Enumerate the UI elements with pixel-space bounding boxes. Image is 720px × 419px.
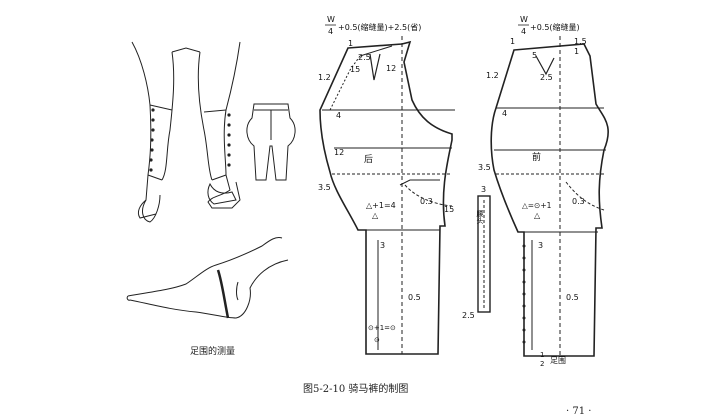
back-label-15: 15: [350, 65, 360, 74]
back-label-3-5: 3.5: [318, 183, 331, 192]
page-number: · 71 ·: [566, 406, 592, 417]
back-label-circ2: ⊙: [374, 336, 380, 344]
waistband-outline: [477, 195, 491, 313]
waistband-word: 腰头: [476, 210, 484, 225]
back-label-0-5: 0.5: [408, 293, 421, 302]
pants-mini-sketch: [246, 103, 296, 181]
front-label-3-5: 3.5: [478, 163, 491, 172]
back-formula-w: W: [327, 15, 335, 24]
front-label-2-5: 2.5: [540, 73, 553, 82]
back-word: 后: [364, 154, 373, 165]
back-panel-outline: [319, 36, 455, 355]
back-label-tri: △+1=4: [366, 201, 396, 210]
front-word: 前: [532, 151, 541, 163]
back-label-4: 4: [336, 111, 341, 120]
front-label-1a: 1: [510, 37, 515, 46]
legs-sketch: [131, 41, 241, 223]
waistband-label-2-5: 2.5: [462, 311, 475, 320]
front-label-half: 1: [540, 351, 544, 359]
front-label-tri: △=⊙+1: [522, 201, 552, 210]
waistband-labels: 3 腰头 2.5: [462, 185, 486, 320]
front-fly-buttons: [522, 244, 526, 344]
back-label-12a: 12: [386, 64, 396, 73]
front-formula-w: W: [520, 15, 528, 24]
back-label-1: 1: [348, 39, 353, 48]
front-label-1-2: 1.2: [486, 71, 499, 80]
foot-measurement-caption: 足围的测量: [190, 347, 236, 357]
front-panel-labels: W 4 +0.5(缩缝量) 1 1.5 1 5 2.5 1.2 4 前 3.5 …: [478, 15, 587, 368]
back-label-15b: 15: [444, 205, 454, 214]
front-label-foot: 足围: [550, 356, 566, 365]
front-label-4: 4: [502, 109, 507, 118]
back-formula-rest: +0.5(缩缝量)+2.5(省): [338, 22, 421, 32]
waistband-label-3: 3: [481, 185, 486, 194]
front-label-1b: 1: [574, 47, 579, 56]
button-dots: [149, 108, 231, 172]
front-label-triA: △: [534, 211, 541, 220]
back-label-12b: 12: [334, 148, 344, 157]
back-label-1-2: 1.2: [318, 73, 331, 82]
front-label-0-3: 0.3: [572, 197, 585, 206]
back-label-2-5: 2.5: [358, 53, 371, 62]
foot-sketch: [126, 237, 289, 319]
back-formula-4: 4: [328, 27, 333, 36]
front-label-3: 3: [538, 241, 543, 250]
back-label-circ: ⊙+1=⊙: [368, 324, 396, 332]
back-panel-labels: W 4 +0.5(缩缝量)+2.5(省) 1 2.5 12 15 1.2 4 1…: [318, 15, 454, 344]
back-label-triA: △: [372, 211, 379, 220]
front-label-half2: 2: [540, 360, 544, 368]
front-label-1-5: 1.5: [574, 37, 587, 46]
figure-caption: 图5-2-10 骑马裤的制图: [303, 384, 409, 395]
front-panel-outline: [490, 36, 609, 357]
front-label-5: 5: [532, 51, 537, 60]
back-label-3: 3: [380, 241, 385, 250]
front-label-0-5: 0.5: [566, 293, 579, 302]
front-formula-rest: +0.5(缩缝量): [530, 22, 580, 32]
front-formula-4: 4: [521, 27, 526, 36]
back-label-0-3: 0.3: [420, 197, 433, 206]
